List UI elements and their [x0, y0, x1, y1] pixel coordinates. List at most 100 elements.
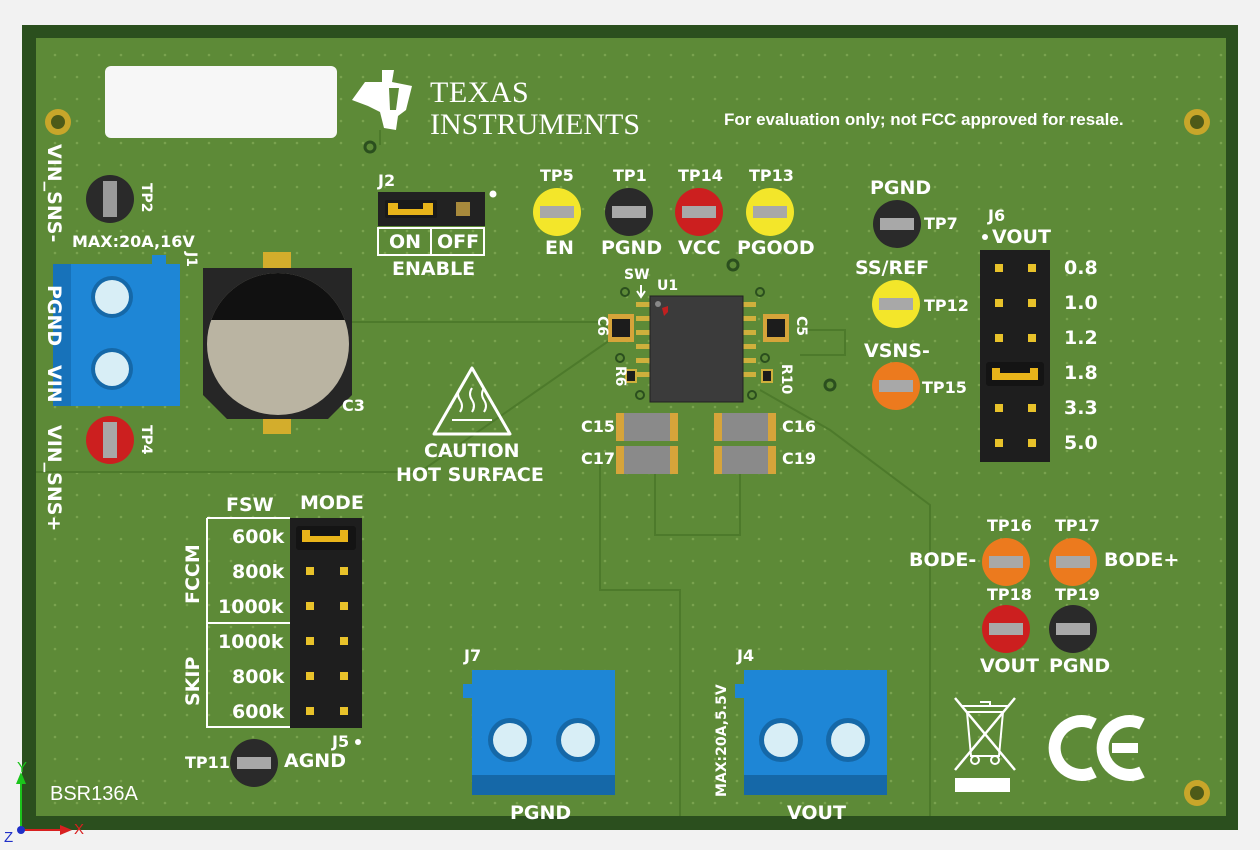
- vout-option-1-0: 1.0: [1064, 292, 1098, 314]
- pgnd-label: PGND: [43, 285, 65, 347]
- j4-vout-terminal[interactable]: [735, 670, 887, 795]
- j5-mode-header[interactable]: [290, 518, 362, 745]
- c19-label: C19: [782, 449, 817, 468]
- c16-capacitor: [714, 413, 776, 441]
- u1-label: U1: [657, 278, 679, 294]
- tp17-ref: TP17: [1055, 516, 1100, 535]
- tp1-testpoint[interactable]: [605, 188, 653, 236]
- c6-label: C6: [594, 316, 610, 337]
- fsw-option-600k-fccm: 600k: [232, 526, 285, 548]
- tp13-signal-label: PGOOD: [737, 237, 815, 259]
- vout-option-1-2: 1.2: [1064, 327, 1098, 349]
- j2-enable-jumper[interactable]: [378, 190, 497, 227]
- tp7-testpoint[interactable]: [873, 200, 921, 248]
- j6-label: J6: [988, 206, 1006, 225]
- hot-surface-icon: [432, 366, 512, 436]
- tp19-testpoint[interactable]: [1049, 605, 1097, 653]
- tp18-testpoint[interactable]: [982, 605, 1030, 653]
- u1-regulator-ic: [636, 295, 756, 403]
- tp16-testpoint[interactable]: [982, 538, 1030, 586]
- vin-sns-minus-label: VIN_SNS-: [43, 144, 65, 243]
- fsw-option-1000k-fccm: 1000k: [218, 596, 284, 618]
- c17-label: C17: [581, 449, 616, 468]
- tp12-ref: TP12: [924, 296, 969, 315]
- mode-label: MODE: [300, 492, 364, 514]
- r6-label: R6: [612, 366, 628, 387]
- tp14-ref: TP14: [678, 166, 723, 185]
- caution-line1: CAUTION: [424, 440, 520, 462]
- tp5-signal-label: EN: [545, 237, 574, 259]
- j6-vout-header[interactable]: [980, 234, 1050, 462]
- j2-off-label[interactable]: OFF: [437, 231, 480, 253]
- tp1-ref: TP1: [613, 166, 647, 185]
- tp5-testpoint[interactable]: [533, 188, 581, 236]
- board-id: BSR136A: [50, 783, 138, 805]
- ti-logo-icon: [352, 70, 412, 130]
- tp1-signal-label: PGND: [601, 237, 663, 259]
- tp11-testpoint[interactable]: [230, 739, 278, 787]
- tp2-testpoint[interactable]: [86, 172, 134, 226]
- j7-pgnd-terminal[interactable]: [463, 670, 615, 795]
- j2-label: J2: [378, 171, 396, 190]
- tp15-signal-label: VSNS-: [864, 340, 930, 362]
- skip-label: SKIP: [182, 656, 204, 706]
- tp17-testpoint[interactable]: [1049, 538, 1097, 586]
- tp15-ref: TP15: [922, 378, 967, 397]
- mounting-hole: [1184, 109, 1210, 135]
- j4-label: J4: [737, 646, 755, 665]
- c3-label: C3: [342, 396, 365, 415]
- tp14-testpoint[interactable]: [675, 188, 723, 236]
- c17-capacitor: [616, 446, 678, 474]
- tp12-signal-label: SS/REF: [855, 257, 930, 279]
- j1-max-label: MAX:20A,16V: [72, 232, 195, 251]
- j4-vout-label: VOUT: [787, 802, 846, 824]
- bode-plus-label: BODE+: [1104, 549, 1180, 571]
- mounting-hole: [45, 109, 71, 135]
- j2-on-label[interactable]: ON: [389, 231, 422, 253]
- mounting-hole: [1184, 780, 1210, 806]
- j1-vin-terminal[interactable]: [53, 255, 180, 406]
- c15-capacitor: [616, 413, 678, 441]
- ce-mark-icon: [1048, 715, 1145, 781]
- vout-option-0-8: 0.8: [1064, 257, 1098, 279]
- r6-resistor: [625, 369, 637, 383]
- tp19-pgnd-label: PGND: [1049, 655, 1111, 677]
- tp15-testpoint[interactable]: [872, 362, 920, 410]
- axis-x-label: X: [74, 821, 85, 838]
- tp13-testpoint[interactable]: [746, 188, 794, 236]
- j7-pgnd-label: PGND: [510, 802, 572, 824]
- agnd-label: AGND: [284, 750, 346, 772]
- fsw-option-800k-fccm: 800k: [232, 561, 285, 583]
- sw-label: SW: [624, 267, 650, 283]
- c5-label: C5: [793, 316, 809, 337]
- brand-line2: INSTRUMENTS: [430, 108, 641, 141]
- tp4-testpoint[interactable]: [86, 416, 134, 464]
- axis-z-label: Z: [4, 829, 14, 846]
- r10-label: R10: [778, 364, 794, 395]
- vout-option-3-3: 3.3: [1064, 397, 1098, 419]
- j4-max-label: MAX:20A,5.5V: [714, 684, 730, 797]
- tp19-ref: TP19: [1055, 585, 1100, 604]
- j1-label: J1: [183, 252, 199, 267]
- tp4-label: TP4: [138, 425, 154, 455]
- c16-label: C16: [782, 417, 817, 436]
- j5-label: J5: [332, 732, 350, 751]
- vout-option-5-0: 5.0: [1064, 432, 1098, 454]
- label-area: [105, 66, 337, 138]
- j6-vout-label: VOUT: [992, 226, 1051, 248]
- tp12-testpoint[interactable]: [872, 280, 920, 328]
- coordinate-axes-icon: [16, 772, 72, 835]
- board-notice: For evaluation only; not FCC approved fo…: [724, 110, 1124, 129]
- tp7-ref: TP7: [924, 214, 958, 233]
- tp14-signal-label: VCC: [678, 237, 721, 259]
- r10-resistor: [761, 369, 773, 383]
- c15-label: C15: [581, 417, 616, 436]
- vin-sns-plus-label: VIN_SNS+: [43, 425, 65, 532]
- vout-option-1-8: 1.8: [1064, 362, 1098, 384]
- c3-capacitor: [203, 252, 352, 434]
- fsw-label: FSW: [226, 494, 274, 516]
- j7-label: J7: [464, 646, 482, 665]
- tp5-ref: TP5: [540, 166, 574, 185]
- fsw-option-600k-skip: 600k: [232, 701, 285, 723]
